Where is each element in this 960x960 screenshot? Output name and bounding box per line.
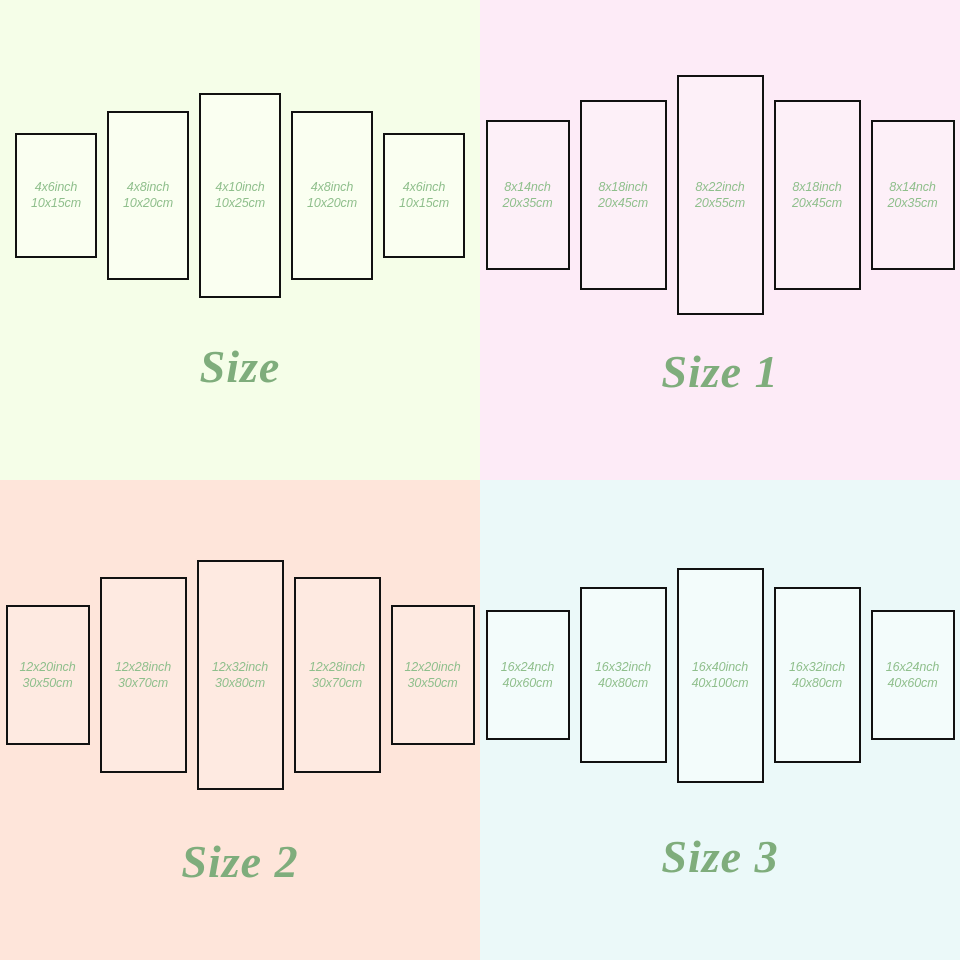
- panel-size-cm: 10x25cm: [214, 196, 266, 210]
- panel-size-cm: 40x60cm: [887, 676, 938, 690]
- panel-size-inch: 4x8inch: [126, 179, 170, 194]
- canvas-panel[interactable]: 12x28inch 30x70cm: [99, 577, 187, 773]
- panel-size-inch: 12x28inch: [114, 659, 172, 674]
- panel-size-cm: 30x50cm: [407, 676, 458, 690]
- quadrant-size-3: 16x24nch 40x60cm 16x32inch 40x80cm 16x40inch…: [480, 480, 960, 960]
- panel-size-inch: 12x32inch: [211, 659, 269, 674]
- panel-size-cm: 30x70cm: [117, 676, 169, 690]
- panel-size-cm: 10x15cm: [398, 196, 450, 210]
- canvas-panel[interactable]: 4x6inch 10x15cm: [383, 132, 465, 258]
- panel-size-inch: 16x24nch: [885, 659, 940, 674]
- quadrant-title-size: Size: [199, 341, 281, 392]
- panel-size-cm: 30x70cm: [311, 676, 363, 690]
- canvas-panel[interactable]: 12x28inch 30x70cm: [293, 577, 381, 773]
- panel-size-inch: 4x6inch: [402, 179, 446, 194]
- panel-size-cm: 10x20cm: [122, 196, 174, 210]
- canvas-panel[interactable]: 16x32inch 40x80cm: [579, 587, 667, 763]
- canvas-panel[interactable]: 16x24nch 40x60cm: [485, 610, 570, 740]
- canvas-panel[interactable]: 4x10inch 10x25cm: [199, 92, 281, 298]
- panel-size-inch: 16x24nch: [500, 659, 555, 674]
- quadrant-size-1: 8x14nch 20x35cm 8x18inch 20x45cm 8x22inch 20x…: [480, 0, 960, 480]
- panel-size-inch: 16x32inch: [594, 659, 652, 674]
- panel-size-inch: 8x22inch: [695, 179, 745, 194]
- panel-size-inch: 12x28inch: [308, 659, 366, 674]
- panel-size-inch: 4x8inch: [310, 179, 354, 194]
- quadrant-title-size-3: Size 3: [661, 831, 779, 882]
- panel-size-inch: 4x10inch: [215, 179, 265, 194]
- panel-size-cm: 40x100cm: [691, 676, 749, 690]
- panel-size-inch: 8x14nch: [889, 179, 936, 194]
- panel-size-inch: 8x18inch: [792, 179, 842, 194]
- canvas-panel[interactable]: 12x20inch 30x50cm: [390, 605, 475, 745]
- panel-cluster-size-3: 16x24nch 40x60cm 16x32inch 40x80cm 16x40inch…: [480, 550, 960, 800]
- canvas-panel[interactable]: 4x6inch 10x15cm: [15, 132, 97, 258]
- panel-size-cm: 30x50cm: [22, 676, 73, 690]
- panel-size-inch: 16x40inch: [691, 659, 749, 674]
- canvas-panel[interactable]: 8x14nch 20x35cm: [870, 120, 955, 270]
- panel-size-cm: 10x15cm: [30, 196, 82, 210]
- panel-size-cm: 20x45cm: [597, 196, 649, 210]
- panel-cluster-size: 4x6inch 10x15cm 4x8inch 10x20cm 4x10inch 10x2…: [0, 70, 480, 320]
- canvas-panel[interactable]: 12x20inch 30x50cm: [5, 605, 90, 745]
- panel-size-cm: 40x60cm: [502, 676, 553, 690]
- quadrant-title-size-1: Size 1: [661, 346, 779, 397]
- panel-cluster-size-2: 12x20inch 30x50cm 12x28inch 30x70cm 12x32inc…: [0, 550, 480, 800]
- panel-size-inch: 8x18inch: [598, 179, 648, 194]
- panel-size-cm: 10x20cm: [306, 196, 358, 210]
- panel-size-cm: 20x55cm: [694, 196, 746, 210]
- canvas-panel[interactable]: 16x24nch 40x60cm: [870, 610, 955, 740]
- panel-size-inch: 12x20inch: [404, 659, 461, 674]
- canvas-panel[interactable]: 8x22inch 20x55cm: [676, 75, 764, 315]
- panel-size-cm: 40x80cm: [791, 676, 843, 690]
- quadrant-size: 4x6inch 10x15cm 4x8inch 10x20cm 4x10inch 10x2…: [0, 0, 480, 480]
- panel-size-inch: 4x6inch: [34, 179, 78, 194]
- canvas-panel[interactable]: 8x14nch 20x35cm: [485, 120, 570, 270]
- panel-size-inch: 12x20inch: [19, 659, 76, 674]
- canvas-panel[interactable]: 8x18inch 20x45cm: [773, 100, 861, 290]
- panel-size-cm: 30x80cm: [214, 676, 266, 690]
- canvas-panel[interactable]: 8x18inch 20x45cm: [579, 100, 667, 290]
- panel-size-cm: 20x35cm: [887, 196, 938, 210]
- panel-size-inch: 8x14nch: [504, 179, 551, 194]
- quadrant-size-2: 12x20inch 30x50cm 12x28inch 30x70cm 12x32inc…: [0, 480, 480, 960]
- canvas-panel[interactable]: 16x32inch 40x80cm: [773, 587, 861, 763]
- canvas-panel[interactable]: 4x8inch 10x20cm: [291, 110, 373, 280]
- panel-cluster-size-1: 8x14nch 20x35cm 8x18inch 20x45cm 8x22inch 20x…: [480, 60, 960, 330]
- canvas-panel[interactable]: 4x8inch 10x20cm: [107, 110, 189, 280]
- panel-size-cm: 20x35cm: [502, 196, 553, 210]
- panel-size-inch: 16x32inch: [788, 659, 846, 674]
- panel-size-cm: 20x45cm: [791, 196, 843, 210]
- canvas-panel[interactable]: 12x32inch 30x80cm: [196, 560, 284, 790]
- panel-size-cm: 40x80cm: [597, 676, 649, 690]
- quadrant-title-size-2: Size 2: [181, 836, 299, 887]
- canvas-panel[interactable]: 16x40inch 40x100cm: [676, 567, 764, 783]
